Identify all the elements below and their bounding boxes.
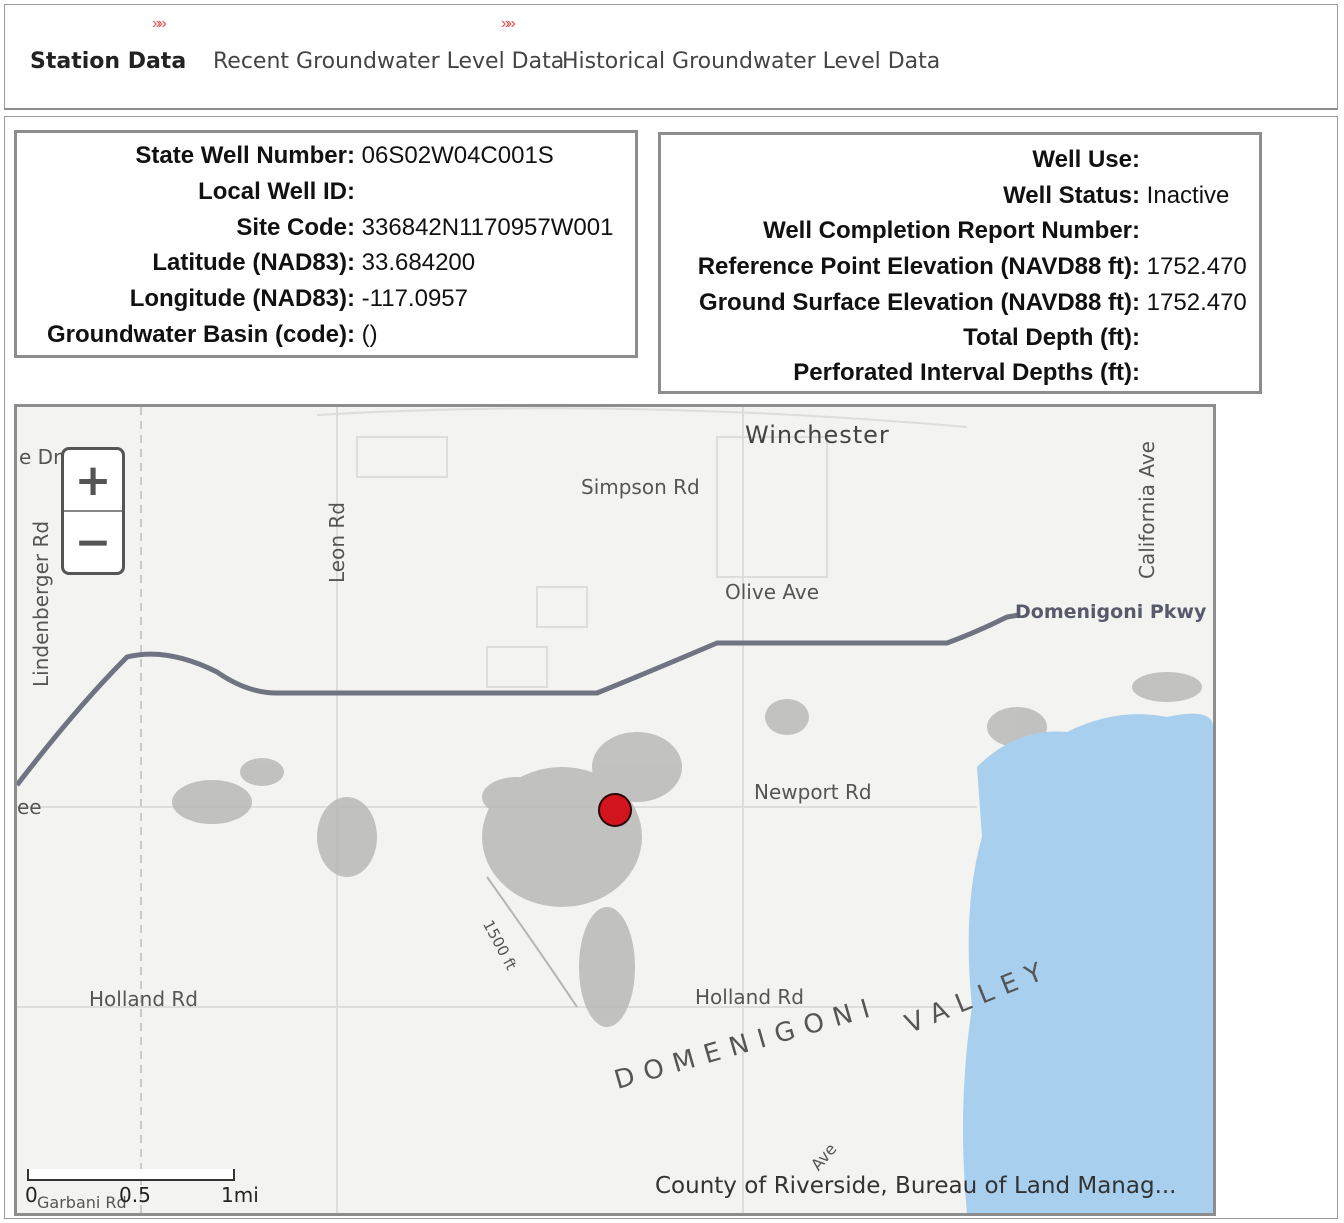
field-label: Latitude (NAD83): xyxy=(152,249,355,276)
label-newport-rd: Newport Rd xyxy=(754,780,872,804)
label-holland-rd-west: Holland Rd xyxy=(89,987,198,1011)
scale-bar xyxy=(27,1169,235,1181)
label-domenigoni-pkwy: Domenigoni Pkwy xyxy=(1015,601,1207,623)
tab-bar: »» »» Station Data Recent Groundwater Le… xyxy=(4,4,1338,110)
map-view[interactable]: Winchester Simpson Rd Olive Ave Domenigo… xyxy=(14,404,1216,1216)
scale-label-zero: 0 xyxy=(25,1183,38,1207)
label-ee: ee xyxy=(17,795,42,819)
scale-label-half: 0.5 xyxy=(119,1183,151,1207)
label-olive-ave: Olive Ave xyxy=(725,580,820,604)
field-label: Total Depth (ft): xyxy=(963,324,1140,351)
contour-line xyxy=(486,876,578,1008)
field-value: 06S02W04C001S xyxy=(361,142,554,169)
well-location-marker[interactable] xyxy=(598,793,632,827)
label-leon-rd: Leon Rd xyxy=(325,502,349,583)
label-garbani-rd: Garbani Rd xyxy=(37,1193,127,1212)
field-label: Ground Surface Elevation (NAVD88 ft): xyxy=(699,289,1140,316)
map-attribution: County of Riverside, Bureau of Land Mana… xyxy=(655,1173,1177,1199)
station-info-left: State Well Number: 06S02W04C001S Local W… xyxy=(14,130,638,358)
scale-label-end: 1mi xyxy=(221,1183,259,1207)
tab-arrow-icon: »» xyxy=(152,15,167,32)
field-label: Local Well ID: xyxy=(198,178,355,205)
field-label: Well Status: xyxy=(1003,182,1140,209)
tab-recent-groundwater[interactable]: Recent Groundwater Level Data xyxy=(213,49,565,74)
label-winchester: Winchester xyxy=(745,421,890,449)
label-holland-rd-east: Holland Rd xyxy=(695,985,804,1009)
field-value: Inactive xyxy=(1146,182,1230,209)
field-label: Longitude (NAD83): xyxy=(129,285,355,312)
lake xyxy=(963,713,1213,1213)
field-value: () xyxy=(361,321,378,348)
field-label: Groundwater Basin (code): xyxy=(46,321,355,348)
field-label: Perforated Interval Depths (ft): xyxy=(793,359,1140,386)
zoom-out-button[interactable]: − xyxy=(74,516,112,568)
label-california-ave: California Ave xyxy=(1135,441,1159,579)
field-label: State Well Number: xyxy=(135,142,355,169)
field-label: Reference Point Elevation (NAVD88 ft): xyxy=(697,253,1140,280)
field-value: 33.684200 xyxy=(361,249,476,276)
tab-arrow-icon: »» xyxy=(501,15,516,32)
field-value: 1752.470 xyxy=(1146,289,1247,316)
field-label: Well Use: xyxy=(1032,146,1140,173)
zoom-control: + − xyxy=(61,447,125,575)
station-info-right: Well Use: Well Status: Inactive Well Com… xyxy=(658,132,1262,394)
label-dr: e Dr xyxy=(19,445,62,469)
content-frame xyxy=(4,116,1338,1219)
label-simpson-rd: Simpson Rd xyxy=(581,475,700,499)
tab-historical-groundwater[interactable]: Historical Groundwater Level Data xyxy=(562,49,941,74)
field-value: -117.0957 xyxy=(361,285,468,312)
zoom-in-button[interactable]: + xyxy=(64,450,122,512)
field-label: Well Completion Report Number: xyxy=(763,217,1140,244)
field-value: 336842N1170957W001 xyxy=(361,214,614,241)
label-lindenberger-rd: Lindenberger Rd xyxy=(29,520,53,687)
field-value: 1752.470 xyxy=(1146,253,1247,280)
field-label: Site Code: xyxy=(236,214,355,241)
highway-route xyxy=(17,612,1020,787)
tab-station-data[interactable]: Station Data xyxy=(30,49,187,74)
